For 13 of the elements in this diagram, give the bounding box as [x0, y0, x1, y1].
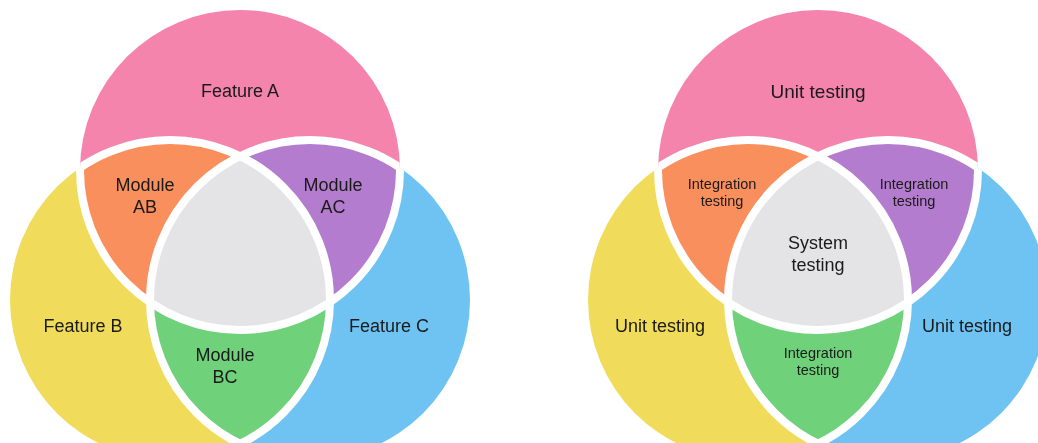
region-label: Module BC	[185, 345, 265, 389]
region-label: Unit testing	[902, 316, 1032, 338]
region-label: Integration testing	[864, 175, 964, 211]
region-label: Feature A	[140, 81, 340, 103]
region-label: Integration testing	[672, 175, 772, 211]
region-label: Integration testing	[768, 344, 868, 380]
region-label: Unit testing	[738, 80, 898, 104]
region-label: Module AC	[293, 175, 373, 219]
region-label: Feature B	[23, 316, 143, 338]
region-label: System testing	[768, 233, 868, 277]
region-label: Module AB	[105, 175, 185, 219]
region-label: Unit testing	[595, 316, 725, 338]
region-label: Feature C	[329, 316, 449, 338]
